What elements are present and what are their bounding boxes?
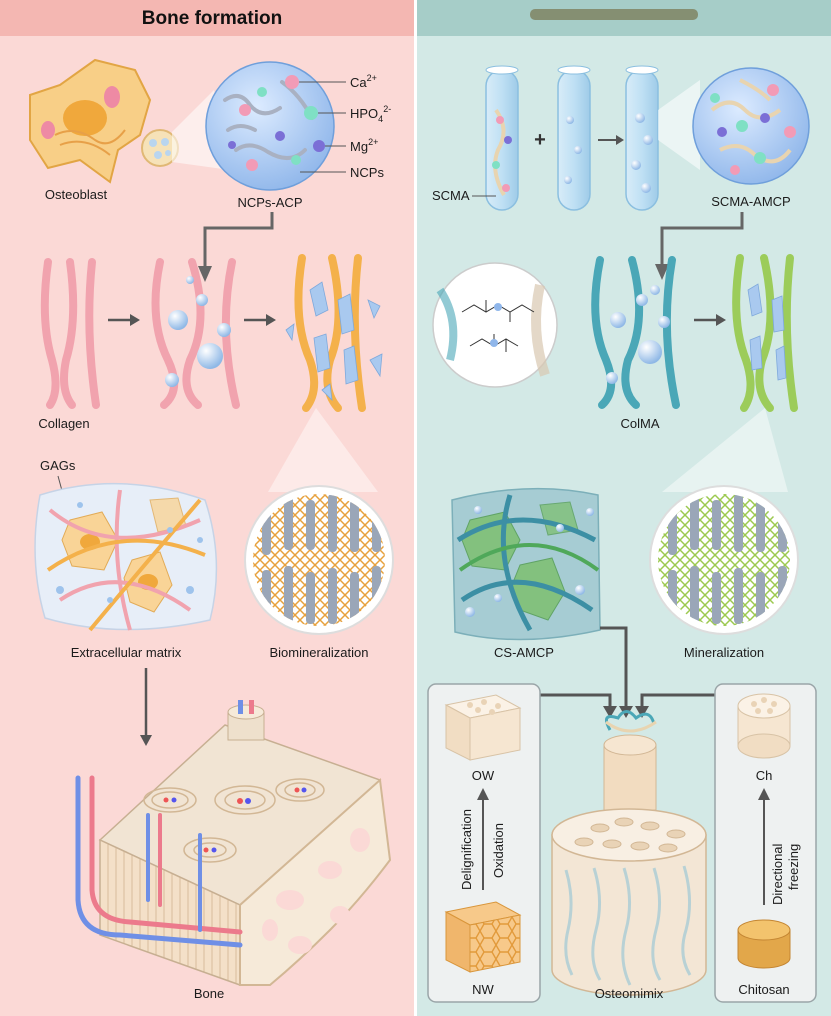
scma-label: SCMA [432, 188, 470, 203]
delignification-label: Delignification [459, 809, 474, 890]
ow-label: OW [472, 768, 495, 783]
arrow-from-ch [640, 693, 715, 708]
osteoblast-label: Osteoblast [45, 187, 108, 202]
ecm-label: Extracellular matrix [71, 645, 182, 660]
directional-label: Directional [770, 843, 785, 905]
arrow-ncps-to-collagen [203, 212, 274, 270]
collagen-with-acp [151, 258, 240, 409]
arrowhead-ncps [198, 266, 212, 282]
cs-amcp-block [451, 487, 601, 641]
gags-label: GAGs [40, 458, 76, 473]
osteomimix-scaffold [551, 710, 707, 996]
osteoblast-cell [29, 58, 152, 184]
colma-fibers [591, 256, 680, 409]
zoom-cone-right [658, 80, 700, 170]
freezing-label: freezing [786, 844, 801, 890]
ncps-acp-sphere [205, 61, 335, 191]
ion-label-ncps: NCPs [350, 165, 384, 180]
ch-label: Ch [756, 768, 773, 783]
chemical-structure-circle [432, 262, 558, 388]
arrow-from-ow [540, 693, 612, 708]
collagen-strands [40, 258, 100, 409]
blood-vessels [75, 775, 243, 948]
panel-divider [414, 0, 417, 1016]
mineralized-collagen [285, 254, 383, 412]
ion-label-hpo4: HPO42- [350, 104, 391, 124]
colma-label: ColMA [620, 416, 659, 431]
chitosan-label: Chitosan [738, 982, 789, 997]
mineralized-green-fibers [732, 254, 798, 412]
mineralization-label: Mineralization [684, 645, 764, 660]
test-tube-3 [625, 65, 659, 211]
left-panel-title: Bone formation [142, 8, 282, 29]
vesicle-small [141, 129, 179, 167]
mineralization-circle [649, 485, 799, 635]
ion-legend: Ca2+ HPO42- Mg2+ NCPs [350, 73, 391, 180]
arrow-colma [694, 314, 726, 326]
arrow-collagen-2 [244, 314, 276, 326]
bone-block [75, 700, 392, 987]
nw-label: NW [472, 982, 494, 997]
ion-leader-lines [299, 81, 346, 173]
ncps-acp-label: NCPs-ACP [237, 195, 302, 210]
ecm-block [34, 482, 218, 632]
chitosan-box [714, 683, 817, 1003]
scma-amcp-label: SCMA-AMCP [711, 194, 790, 209]
test-tube-1 [485, 65, 519, 211]
oxidation-label: Oxidation [491, 823, 506, 878]
ion-label-mg: Mg2+ [350, 137, 378, 154]
ch-cylinder [737, 693, 791, 759]
arrow-tube [598, 135, 624, 145]
biomineralization-label: Biomineralization [270, 645, 369, 660]
zoom-cone-green [662, 408, 788, 492]
osteomimix-label: Osteomimix [595, 986, 664, 1001]
zoom-cone-mineral [268, 408, 378, 492]
cs-amcp-label: CS-AMCP [494, 645, 554, 660]
arrow-collagen-1 [108, 314, 140, 326]
nw-cube [444, 901, 522, 973]
chitosan-disc [737, 919, 791, 969]
biomineralization-circle [244, 485, 394, 635]
arrow-amcp-to-colma [660, 212, 744, 268]
scma-amcp-sphere [692, 67, 810, 185]
arrow-csamcp-down [600, 626, 628, 708]
collagen-label: Collagen [38, 416, 89, 431]
ow-cube [444, 694, 522, 761]
ion-label-ca: Ca2+ [350, 73, 377, 90]
test-tube-2 [557, 65, 591, 211]
bone-label: Bone [194, 986, 224, 1001]
header-decoration [530, 9, 698, 20]
osteon-cylinder [227, 700, 265, 741]
left-panel-header [0, 0, 414, 36]
plus-sign: + [534, 129, 546, 151]
